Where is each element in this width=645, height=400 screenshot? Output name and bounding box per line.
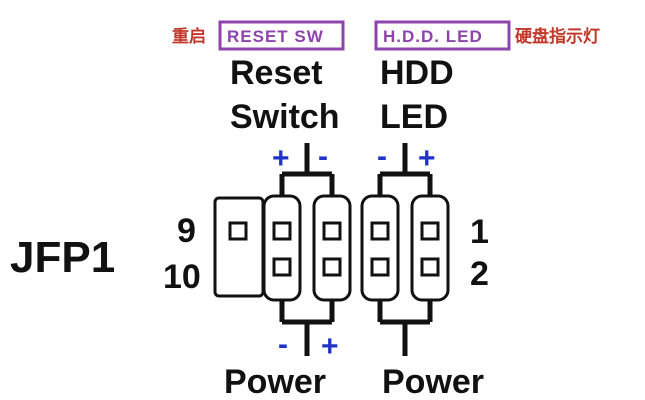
hdd-plus-sign: + — [418, 142, 436, 175]
empty-pin-housing — [213, 196, 265, 298]
hdd-line1: HDD — [380, 54, 454, 92]
pin-6 — [322, 257, 342, 277]
reset-sw-label: RESET SW — [227, 27, 324, 46]
hdd-minus-power-housing — [360, 194, 400, 302]
reset-plus-power-housing — [312, 194, 352, 302]
hdd-led-wire — [377, 143, 433, 235]
pin-number-9: 9 — [177, 212, 196, 250]
reset-line2: Switch — [230, 98, 340, 136]
pin-number-10: 10 — [163, 258, 201, 296]
pin-8 — [272, 257, 292, 277]
power-switch-minus-sign: - — [278, 328, 288, 361]
pin-7 — [272, 221, 292, 241]
hdd-line2: LED — [380, 98, 448, 136]
reset-sw-box — [218, 20, 345, 51]
reset-minus-sign: - — [318, 140, 328, 173]
pin-1 — [420, 221, 440, 241]
reset-plus-sign: + — [272, 142, 290, 175]
reset-chinese-label: 重启 — [172, 26, 206, 47]
reset-minus-power-housing — [262, 194, 302, 302]
pin-3 — [370, 221, 390, 241]
hdd-led-label: H.D.D. LED — [383, 27, 483, 46]
hdd-minus-sign: - — [377, 140, 387, 173]
pin-2 — [420, 257, 440, 277]
pin-5 — [322, 221, 342, 241]
power-switch-plus-sign: + — [321, 330, 339, 363]
power-left-label: Power — [224, 363, 326, 400]
hdd-led-box — [374, 20, 511, 51]
pin-number-1: 1 — [470, 213, 489, 251]
pin-4 — [370, 257, 390, 277]
header-name: JFP1 — [10, 233, 115, 282]
reset-line1: Reset — [230, 54, 323, 92]
hdd-plus-power-housing — [410, 194, 450, 302]
pin-number-2: 2 — [470, 255, 489, 293]
power-right-label: Power — [382, 363, 484, 400]
reset-switch-wire — [279, 143, 335, 235]
hdd-chinese-label: 硬盘指示灯 — [515, 26, 600, 47]
pin-9 — [228, 221, 248, 241]
